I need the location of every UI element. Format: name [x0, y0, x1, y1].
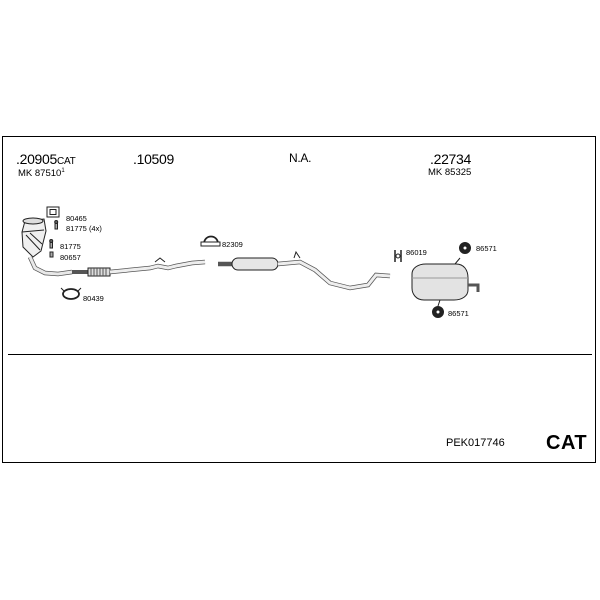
bolt-81775-icon — [49, 239, 54, 249]
clamp-80439-icon — [60, 287, 82, 300]
bolt-81775-4x-icon — [54, 220, 59, 230]
cat-part-number-text: .20905 — [16, 151, 58, 167]
label-80657: 80657 — [60, 253, 81, 262]
label-86019: 86019 — [406, 248, 427, 257]
rear-pipe-icon — [218, 250, 391, 291]
label-86571-top: 86571 — [476, 244, 497, 253]
cat-mk-sup: 1 — [61, 168, 65, 174]
kit-code: PEK017746 — [446, 437, 505, 449]
nut-80657-icon — [49, 251, 54, 258]
rubber-ring-86571-bottom-icon — [432, 306, 444, 318]
cat-part-number: .20905CAT — [16, 151, 76, 167]
na-label: N.A. — [289, 151, 312, 165]
gasket-80465-icon — [46, 206, 60, 218]
cat-mk-number: MK 875101 — [18, 168, 65, 179]
mid-pipe-10509-icon — [72, 257, 206, 277]
label-81775-4x: 81775 (4x) — [66, 224, 102, 233]
clamp-82309-icon — [200, 235, 221, 247]
rear-muffler-22734-icon — [411, 257, 480, 307]
rear-muffler-part-number: .22734 — [430, 151, 472, 167]
diagram-divider — [8, 354, 592, 355]
hanger-86019-icon — [394, 250, 402, 262]
label-80465: 80465 — [66, 214, 87, 223]
label-81775: 81775 — [60, 242, 81, 251]
label-86571-bottom: 86571 — [448, 309, 469, 318]
rear-mk-number: MK 85325 — [428, 167, 472, 178]
label-82309: 82309 — [222, 240, 243, 249]
mid-pipe-part-number: .10509 — [133, 151, 175, 167]
diagram-frame — [2, 136, 596, 463]
cat-mk-text: MK 87510 — [18, 168, 62, 180]
catalytic-converter-icon — [21, 217, 73, 277]
label-80439: 80439 — [83, 294, 104, 303]
category-label: CAT — [546, 432, 588, 454]
rubber-ring-86571-top-icon — [459, 242, 471, 254]
cat-suffix: CAT — [57, 156, 76, 167]
